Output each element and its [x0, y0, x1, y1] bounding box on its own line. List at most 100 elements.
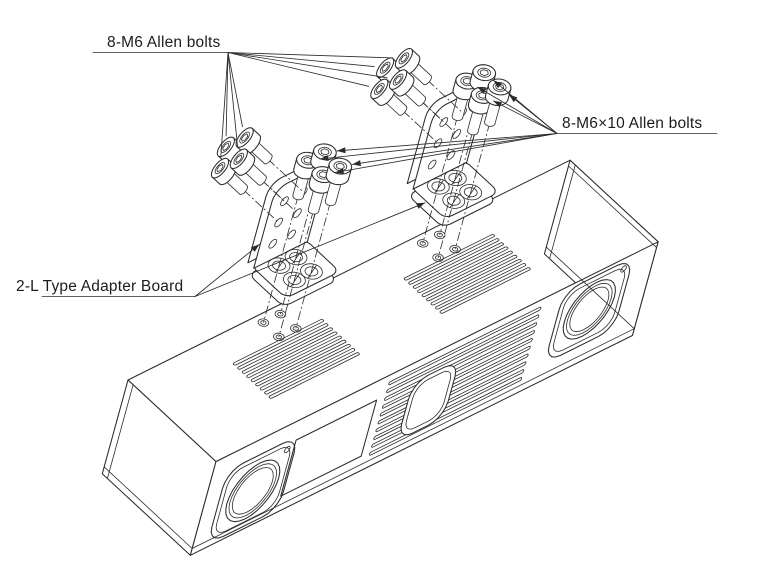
mount-hole-inner: [275, 334, 282, 340]
vent-slot: [237, 323, 329, 370]
bolt-tip: [423, 75, 432, 86]
center-line: [437, 130, 474, 258]
lens-panel-outer: [210, 441, 296, 539]
counterbore-inner: [304, 266, 319, 277]
leader-m6-bolt: [227, 52, 239, 149]
center-line: [267, 159, 304, 193]
counterbore-mark: [275, 259, 285, 273]
center-line: [263, 195, 299, 323]
window-outer: [400, 365, 457, 436]
bolt-socket: [374, 82, 385, 95]
lens-panel-inner: [552, 268, 626, 352]
vent-slot: [403, 234, 495, 281]
bolt-tip: [324, 200, 337, 206]
bolt-hex-socket: [216, 164, 224, 173]
bolt-socket: [477, 67, 492, 78]
counterbore-inner: [448, 173, 463, 183]
label-adapter-board: 2-L Type Adapter Board: [16, 278, 183, 295]
leader-arrowhead: [335, 168, 344, 174]
counterbore-mark: [290, 273, 300, 287]
device-chamfer-line: [549, 164, 576, 259]
bolt-tip: [258, 175, 267, 186]
counterbore-mark: [449, 194, 460, 208]
mount-hole-inner: [277, 311, 284, 317]
device-chamfer-line: [103, 466, 193, 549]
counterbore-outer: [284, 249, 308, 266]
vertical-bolt-groups: [263, 64, 512, 338]
lens-ring: [566, 282, 613, 336]
mount-hole: [257, 318, 270, 327]
vent-slot: [369, 377, 523, 456]
vent-slot: [426, 254, 518, 302]
vent-slot: [268, 352, 360, 399]
bolt-tip: [484, 121, 496, 127]
vent-slot: [375, 353, 529, 433]
counterbore-outer: [444, 169, 467, 186]
bolt-hex-socket: [479, 69, 489, 77]
allen-bolt-horizontal: [394, 47, 432, 86]
vent-slot: [371, 369, 525, 448]
bolt-socket: [233, 152, 245, 165]
counterbore-inner: [289, 252, 303, 263]
leader-m6x10-bolt: [492, 100, 558, 134]
leader-adapter-board-right: [194, 202, 426, 297]
allen-bolt-horizontal: [229, 148, 267, 186]
leader-arrowhead: [416, 202, 426, 209]
lens-ring: [228, 463, 277, 519]
counterbore-mark: [434, 180, 444, 194]
device-top-features: [232, 230, 531, 399]
lens-ring-outer: [225, 459, 281, 523]
bolt-head-bottom: [397, 76, 415, 97]
leader-m6x10-bolt: [508, 94, 558, 134]
vent-slot: [379, 338, 533, 417]
mounting-holes: [417, 230, 461, 262]
bolt-tip: [239, 185, 248, 195]
bolt-tip: [398, 105, 408, 116]
device-chamfer-line: [191, 328, 635, 549]
vent-slot: [386, 314, 540, 393]
counterbore-inner: [463, 187, 478, 198]
lens-ring-outer: [562, 279, 616, 340]
vent-slot: [439, 267, 531, 314]
vent-slot: [246, 331, 338, 378]
device-chamfer-line: [568, 165, 657, 248]
vent-slot: [232, 319, 324, 366]
bolt-head-bottom: [325, 173, 350, 186]
camera-lens-left: [210, 441, 296, 539]
bolt-socket: [379, 61, 391, 74]
leader-arrowhead: [352, 160, 361, 167]
leader-m6-bolt: [225, 52, 229, 137]
lens-glass: [231, 467, 274, 515]
bolt-head-top: [487, 78, 512, 96]
lens-indicator-dot: [284, 445, 291, 454]
allen-bolt-vertical: [324, 157, 353, 206]
counterbore-mark: [307, 265, 317, 279]
mount-hole-inner: [436, 232, 443, 238]
bolt-hex-socket: [235, 154, 243, 163]
center-line: [422, 116, 458, 244]
mount-hole-inner: [435, 255, 442, 260]
center-line: [278, 210, 314, 338]
vent-slot: [384, 322, 538, 401]
mount-hole-inner: [419, 241, 426, 246]
leader-arrowhead: [319, 155, 329, 162]
leader-m6x10-bolt: [336, 133, 558, 152]
center-line: [262, 180, 298, 214]
bolt-socket: [318, 146, 332, 157]
bolt-hex-socket: [381, 63, 389, 72]
leader-m6x10-bolt: [334, 133, 558, 173]
plate-hole: [287, 229, 296, 240]
base-counterbore-holes: [427, 169, 483, 209]
counterbore-outer: [459, 184, 483, 201]
leader-m6-bolt: [220, 52, 229, 158]
counterbore-outer: [442, 192, 466, 209]
leader-m6-bolt: [227, 52, 243, 128]
lens-panel-outer: [547, 263, 631, 358]
vent-slot: [250, 335, 342, 383]
mount-hole-inner: [452, 247, 459, 252]
leader-m6-bolt: [227, 52, 375, 68]
bolt-tip: [467, 129, 479, 136]
allen-bolt-horizontal: [235, 127, 273, 165]
